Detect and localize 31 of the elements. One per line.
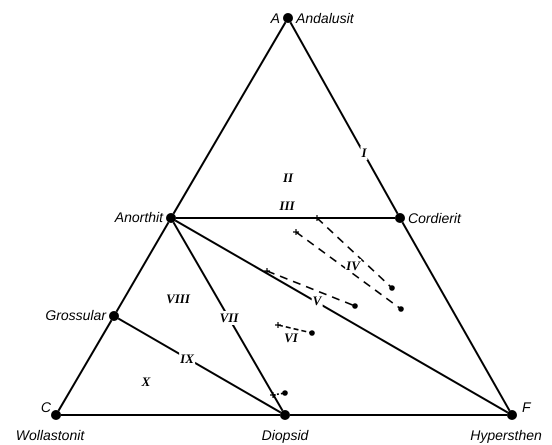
field-number: X	[140, 375, 152, 389]
edge-label: IX	[179, 352, 195, 366]
edge-label: I	[360, 146, 368, 160]
tie-line	[61, 414, 280, 416]
mineral-label: Anorthit	[114, 209, 163, 225]
field-number: VI	[283, 331, 299, 345]
tie-line	[402, 222, 510, 412]
tie-line	[174, 220, 508, 414]
mineral-label: F	[522, 399, 531, 415]
edge-label: V	[312, 294, 322, 308]
mineral-label: Wollastonit	[16, 427, 84, 443]
edge-label: III	[278, 199, 296, 213]
mineral-label: A	[270, 10, 280, 26]
field-number: VIII	[165, 292, 191, 306]
tie-line	[290, 414, 507, 416]
tie-line	[58, 320, 112, 412]
tie-line	[118, 318, 282, 414]
tie-line	[172, 22, 286, 214]
tie-line	[116, 222, 170, 312]
tie-line	[172, 222, 284, 412]
mineral-label: C	[40, 399, 51, 415]
field-number: IV	[345, 259, 361, 273]
edge-label: VII	[218, 311, 240, 325]
mineral-label: Cordierit	[408, 210, 461, 226]
mineral-label: Hypersthen	[470, 427, 542, 443]
tie-line	[290, 22, 398, 214]
mineral-label: Grossular	[45, 307, 106, 323]
tie-line	[176, 217, 395, 219]
mineral-label: Andalusit	[296, 10, 354, 26]
mineral-label: Diopsid	[262, 427, 308, 443]
field-number: II	[282, 171, 294, 185]
